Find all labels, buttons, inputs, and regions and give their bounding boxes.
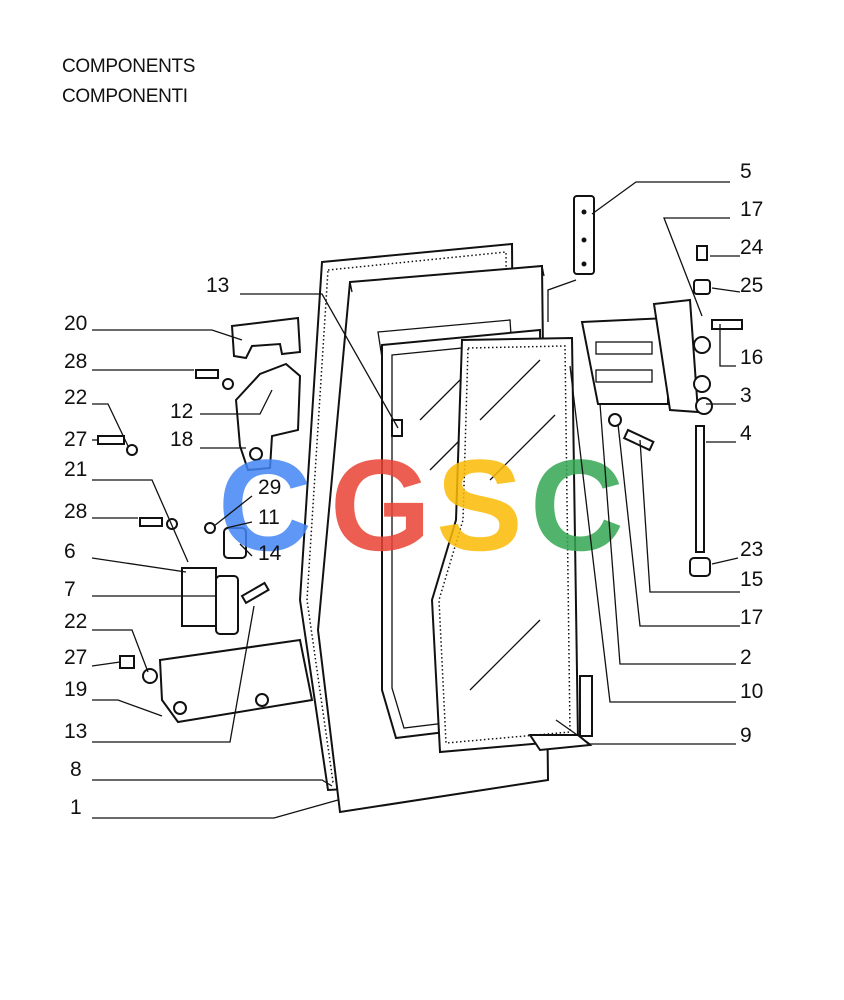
screw-27a [97, 435, 125, 445]
callout-4: 4 [740, 422, 752, 445]
bolt-16 [711, 319, 743, 330]
hinge-bracket [580, 316, 669, 405]
callout-14: 14 [258, 542, 282, 565]
handle-plate [181, 567, 217, 627]
callout-3: 3 [740, 384, 752, 407]
callout-27-bottom: 27 [64, 646, 87, 669]
sliding-glass [430, 336, 580, 754]
grease-nipple [696, 245, 708, 261]
callout-17-top: 17 [740, 198, 763, 221]
callout-16: 16 [740, 346, 763, 369]
screw-13b [240, 581, 270, 605]
callout-22-top: 22 [64, 386, 87, 409]
page-title: COMPONENTS [62, 56, 196, 77]
screw-13a [391, 419, 403, 437]
callout-28-bottom: 28 [64, 500, 87, 523]
callout-24: 24 [740, 236, 764, 259]
callout-21: 21 [64, 458, 87, 481]
callout-labels: 5 17 24 25 16 3 4 23 15 17 2 10 9 13 20 … [64, 160, 764, 819]
catch-14 [223, 527, 247, 559]
striker [215, 575, 239, 635]
callout-25: 25 [740, 274, 763, 297]
callout-2: 2 [740, 646, 752, 669]
callout-13-top: 13 [206, 274, 229, 297]
callout-5: 5 [740, 160, 752, 183]
callout-18: 18 [170, 428, 193, 451]
callout-29: 29 [258, 476, 281, 499]
door-drawing [97, 195, 743, 814]
latch-bracket [230, 316, 302, 360]
callout-7: 7 [64, 578, 76, 601]
callout-15: 15 [740, 568, 763, 591]
guide-post [579, 675, 593, 737]
cap-nut-23 [689, 557, 711, 577]
callout-17-bottom: 17 [740, 606, 763, 629]
callout-22-bottom: 22 [64, 610, 87, 633]
hinge-arm [547, 279, 577, 322]
hinge-leaf [573, 195, 595, 275]
washer-17 [608, 413, 622, 427]
nut-25 [693, 279, 711, 295]
washer-29 [204, 522, 216, 534]
page-subtitle: COMPONENTI [62, 86, 188, 107]
washer-22b [142, 668, 158, 684]
callout-28-top: 28 [64, 350, 87, 373]
screw-28a [195, 369, 219, 379]
lock-assembly [158, 638, 314, 724]
callout-11: 11 [258, 506, 280, 529]
callout-1: 1 [70, 796, 82, 819]
callout-13-bottom: 13 [64, 720, 87, 743]
callout-6: 6 [64, 540, 76, 563]
screw-28b [139, 517, 163, 527]
watermark-letter-1: C [218, 432, 312, 578]
bolt-27b [119, 655, 135, 669]
guide-rail [528, 734, 593, 752]
callout-19: 19 [64, 678, 87, 701]
seal-stipple [306, 251, 511, 783]
callout-9: 9 [740, 724, 752, 747]
screw-15 [622, 428, 655, 452]
callout-27-top: 27 [64, 428, 87, 451]
callout-12: 12 [170, 400, 193, 423]
callout-8: 8 [70, 758, 82, 781]
watermark-letter-4: C [530, 432, 624, 578]
watermark-letter-3: S [436, 432, 523, 578]
hinge-pin [695, 425, 705, 553]
washer-22a [222, 378, 234, 390]
latch-lever [234, 362, 302, 472]
leader-lines [91, 181, 741, 819]
callout-23: 23 [740, 538, 763, 561]
callout-20: 20 [64, 312, 87, 335]
callout-10: 10 [740, 680, 763, 703]
watermark-letter-2: G [330, 432, 431, 578]
